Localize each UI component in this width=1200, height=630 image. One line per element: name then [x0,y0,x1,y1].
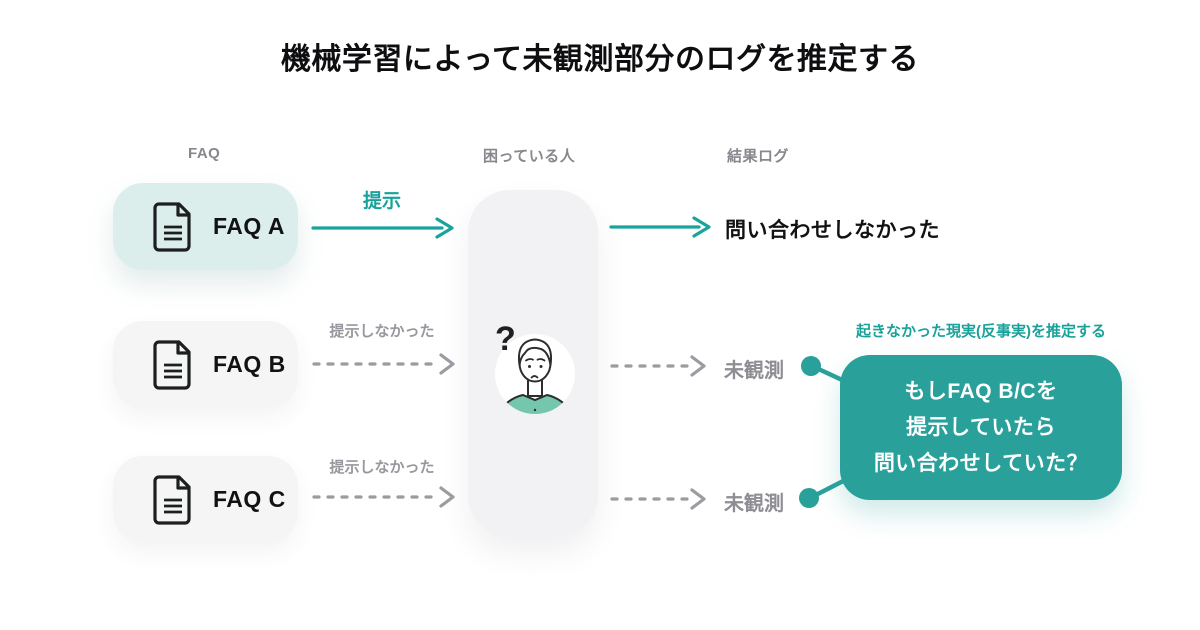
arrow-label-not-presented-c: 提示しなかった [329,459,435,476]
result-no-inquiry: 問い合わせしなかった [725,219,940,242]
document-icon [153,339,191,390]
page-title: 機械学習によって未観測部分のログを推定する [280,43,920,76]
callout-line: 提示していたら [906,415,1056,439]
arrow-faq-a-to-person [311,217,454,239]
document-icon [153,474,191,525]
result-unobserved-b: 未観測 [724,360,784,382]
column-header-person: 困っている人 [483,148,576,165]
result-unobserved-c: 未観測 [724,493,784,515]
column-header-result: 結果ログ [727,148,790,165]
faq-card-b: FAQ B [113,321,298,408]
counterfactual-annotation: 起きなかった現実(反事実)を推定する [856,323,1106,340]
faq-card-label: FAQ C [213,486,286,512]
faq-card-label: FAQ A [213,213,285,239]
counterfactual-callout: もしFAQ B/Cを 提示していたら 問い合わせしていた？ [840,355,1122,500]
document-icon [153,201,191,252]
person-panel: ? [468,190,598,537]
question-mark: ? [495,320,516,358]
arrow-person-to-result-a [609,216,711,238]
faq-card-a: FAQ A [113,183,298,270]
confused-person-avatar: ? [495,320,575,414]
arrow-person-to-unobserved-b [610,355,706,377]
arrow-label-not-presented-b: 提示しなかった [329,323,435,340]
arrow-faq-c-to-person [312,486,455,508]
column-header-faq: FAQ [188,145,221,162]
arrow-person-to-unobserved-c [610,488,706,510]
arrow-label-present: 提示 [362,191,401,212]
arrow-faq-b-to-person [312,353,455,375]
faq-card-label: FAQ B [213,351,286,377]
callout-line: もしFAQ B/Cを [904,379,1058,403]
faq-card-c: FAQ C [113,456,298,543]
callout-line: 問い合わせしていた？ [873,451,1089,475]
